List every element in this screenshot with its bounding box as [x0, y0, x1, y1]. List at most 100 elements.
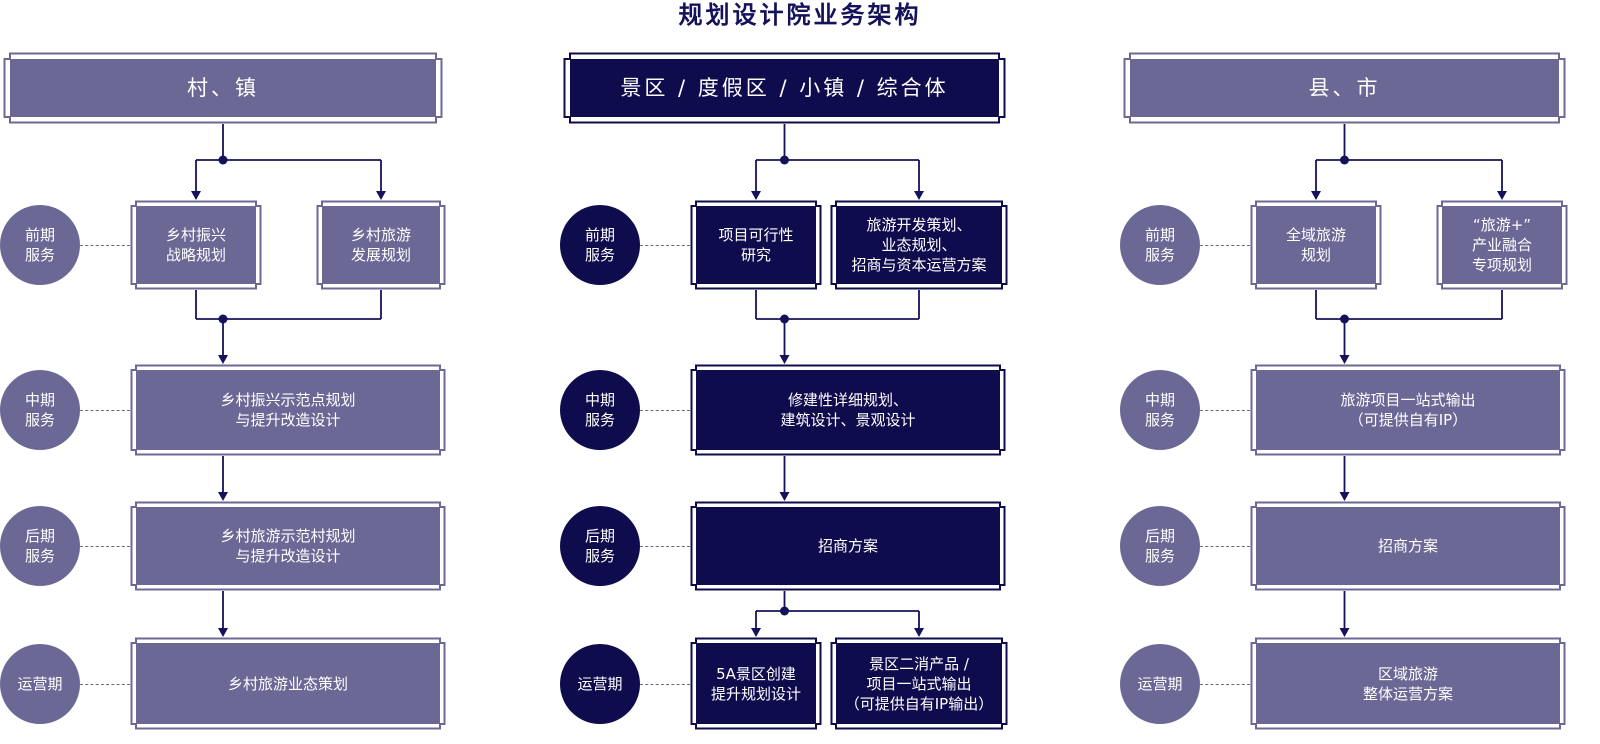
box-text: 招商方案 — [1377, 537, 1438, 555]
service-box: 乡村振兴示范点规划 与提升改造设计 — [130, 364, 446, 456]
arrow-head — [1339, 628, 1350, 637]
column-header: 景区 / 度假区 / 小镇 / 综合体 — [563, 52, 1006, 124]
box-frame — [563, 52, 1006, 124]
service-box: 景区二消产品 / 项目一站式输出 （可提供自有IP输出） — [830, 637, 1008, 730]
box-frame — [1250, 637, 1566, 730]
box-frame — [690, 364, 1006, 456]
dashed-connector — [640, 546, 690, 547]
arrow-head — [376, 191, 386, 200]
box-frame — [130, 200, 262, 290]
box-text: 景区二消产品 / 项目一站式输出 （可提供自有IP输出） — [844, 654, 994, 713]
box-frame — [130, 501, 446, 591]
box-text: 乡村旅游示范村规划 与提升改造设计 — [220, 527, 356, 565]
arrow-head — [914, 191, 924, 200]
box-text: 5A景区创建 提升规划设计 — [710, 664, 801, 703]
service-box: 乡村旅游示范村规划 与提升改造设计 — [130, 501, 446, 591]
box-text: 乡村旅游 发展规划 — [350, 226, 411, 264]
service-box: “旅游+” 产业融合 专项规划 — [1436, 200, 1568, 290]
box-text: 村、镇 — [187, 76, 259, 100]
arrow-head — [751, 628, 761, 637]
column-header: 村、镇 — [3, 52, 443, 124]
arrow-head — [914, 628, 924, 637]
stage-label-circle: 后期 服务 — [1120, 506, 1200, 586]
stage-label-circle: 中期 服务 — [0, 370, 80, 450]
dashed-connector — [80, 245, 130, 246]
dashed-connector — [80, 546, 130, 547]
arrow-head — [1339, 355, 1350, 364]
arrow-head — [1311, 191, 1321, 200]
box-frame — [130, 364, 446, 456]
stage-label-circle: 中期 服务 — [1120, 370, 1200, 450]
arrow-head — [779, 492, 790, 501]
box-frame — [3, 52, 443, 124]
arrow-head — [191, 191, 201, 200]
box-text: 旅游项目一站式输出 （可提供自有IP） — [1340, 391, 1476, 429]
box-frame — [1123, 52, 1566, 124]
dashed-connector — [1200, 410, 1250, 411]
dashed-connector — [80, 410, 130, 411]
arrow-head — [779, 355, 790, 364]
box-frame — [690, 501, 1006, 591]
arrow-head — [751, 191, 761, 200]
box-text: 修建性详细规划、 建筑设计、景观设计 — [780, 391, 916, 429]
box-text: 乡村振兴 战略规划 — [165, 226, 226, 264]
arrow-head — [218, 492, 228, 501]
dashed-connector — [80, 683, 130, 685]
box-text: “旅游+” 产业融合 专项规划 — [1471, 216, 1532, 274]
box-frame — [316, 200, 446, 290]
arrow-head — [1339, 492, 1350, 501]
service-box: 乡村旅游业态策划 — [130, 637, 446, 730]
stage-label-circle: 前期 服务 — [560, 205, 640, 285]
stage-label-circle: 中期 服务 — [560, 370, 640, 450]
box-frame — [1250, 364, 1566, 456]
dashed-connector — [640, 245, 690, 246]
dashed-connector — [640, 410, 690, 411]
box-text: 乡村旅游业态策划 — [227, 674, 348, 693]
arrow-head — [218, 628, 228, 637]
box-frame — [1250, 200, 1382, 290]
service-box: 修建性详细规划、 建筑设计、景观设计 — [690, 364, 1006, 456]
box-text: 乡村振兴示范点规划 与提升改造设计 — [220, 391, 356, 429]
stage-label-circle: 运营期 — [1120, 643, 1200, 724]
box-frame — [1250, 501, 1566, 591]
stage-label-circle: 前期 服务 — [0, 205, 80, 285]
service-box: 全域旅游 规划 — [1250, 200, 1382, 290]
box-frame — [1436, 200, 1568, 290]
service-box: 乡村旅游 发展规划 — [316, 200, 446, 290]
box-text: 景区 / 度假区 / 小镇 / 综合体 — [620, 76, 949, 100]
service-box: 乡村振兴 战略规划 — [130, 200, 262, 290]
box-text: 项目可行性 研究 — [718, 226, 794, 264]
box-frame — [830, 200, 1008, 290]
stage-label-circle: 运营期 — [0, 643, 80, 724]
column-header: 县、市 — [1123, 52, 1566, 124]
stage-label-circle: 前期 服务 — [1120, 205, 1200, 285]
page-title: 规划设计院业务架构 — [678, 1, 922, 29]
dashed-connector — [1200, 683, 1250, 685]
service-box: 5A景区创建 提升规划设计 — [690, 637, 822, 730]
service-box: 区域旅游 整体运营方案 — [1250, 637, 1566, 730]
arrow-head — [218, 355, 228, 364]
arrow-head — [1497, 191, 1507, 200]
box-text: 县、市 — [1308, 76, 1381, 100]
dashed-connector — [640, 683, 690, 685]
box-text: 旅游开发策划、 业态规划、 招商与资本运营方案 — [851, 216, 987, 274]
dashed-connector — [1200, 245, 1250, 246]
box-frame — [690, 200, 822, 290]
box-text: 区域旅游 整体运营方案 — [1362, 664, 1453, 703]
box-frame — [130, 637, 446, 730]
service-box: 项目可行性 研究 — [690, 200, 822, 290]
service-box: 招商方案 — [690, 501, 1006, 591]
stage-label-circle: 后期 服务 — [0, 506, 80, 586]
service-box: 招商方案 — [1250, 501, 1566, 591]
box-frame — [690, 637, 822, 730]
box-text: 招商方案 — [817, 537, 878, 555]
service-box: 旅游开发策划、 业态规划、 招商与资本运营方案 — [830, 200, 1008, 290]
box-frame — [830, 637, 1008, 730]
stage-label-circle: 后期 服务 — [560, 506, 640, 586]
service-box: 旅游项目一站式输出 （可提供自有IP） — [1250, 364, 1566, 456]
box-text: 全域旅游 规划 — [1285, 226, 1346, 264]
dashed-connector — [1200, 546, 1250, 547]
stage-label-circle: 运营期 — [560, 643, 640, 724]
